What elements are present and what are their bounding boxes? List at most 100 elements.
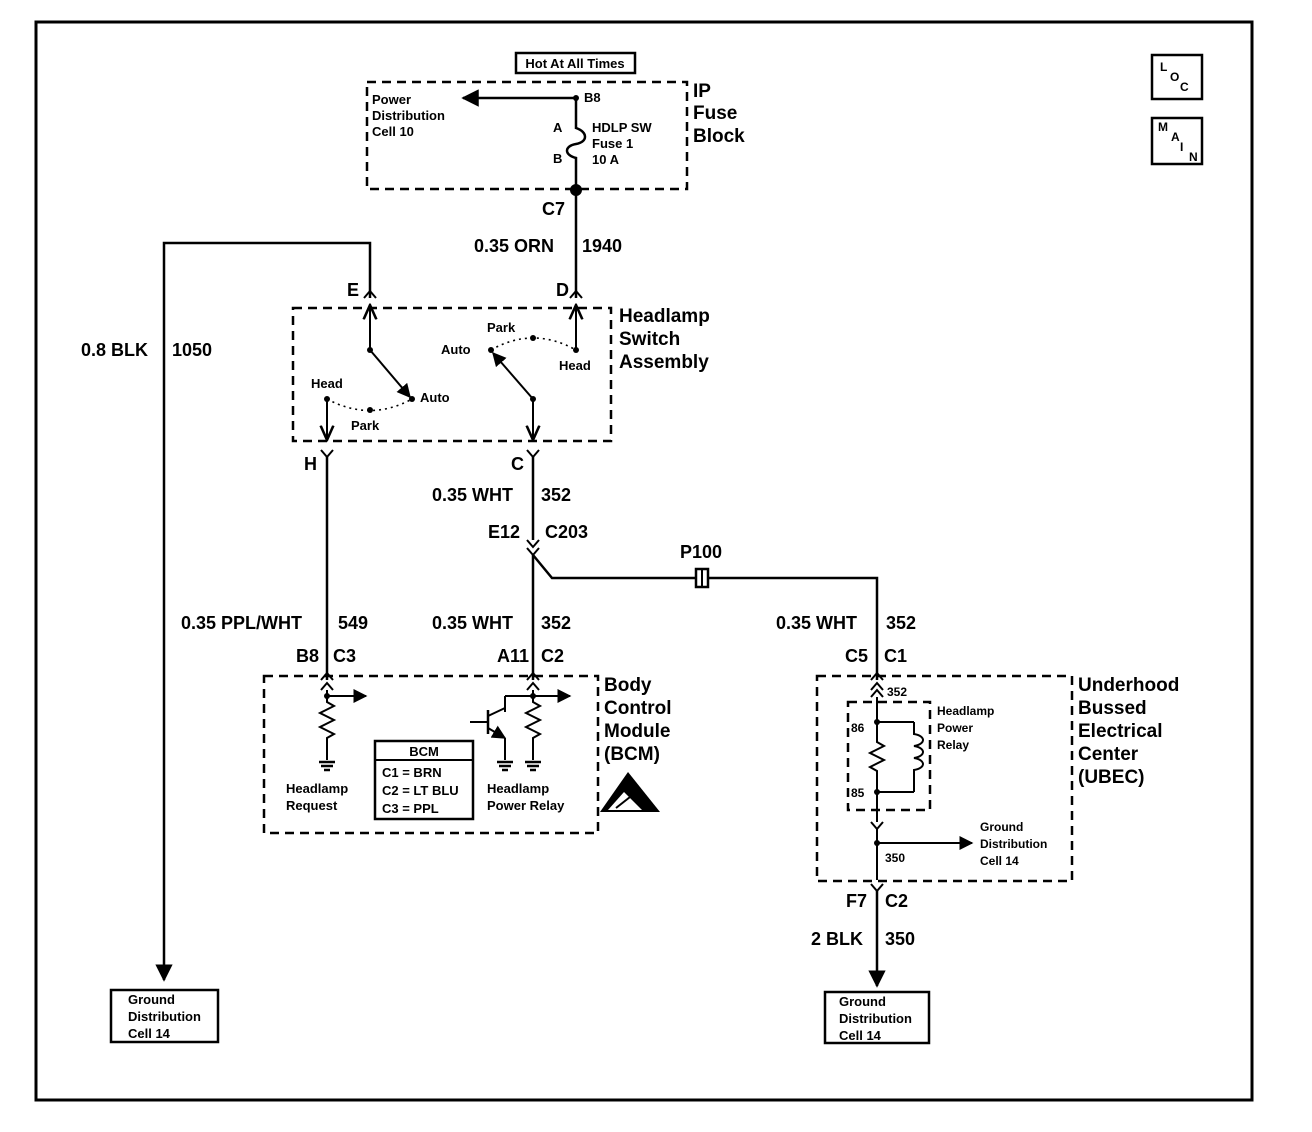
svg-text:(BCM): (BCM) [604,744,660,765]
svg-text:85: 85 [851,786,865,800]
relay-coil [913,722,924,792]
underhood-bussed-electrical-center: Underhood Bussed Electrical Center (UBEC… [815,674,1179,883]
headlamp-switch-assembly: Headlamp Switch Assembly Head Auto Park … [291,305,710,443]
svg-text:M: M [1158,120,1168,134]
svg-text:A11: A11 [497,646,529,666]
svg-text:Park: Park [487,320,516,335]
svg-text:Fuse: Fuse [693,103,737,124]
hdlp-sw-fuse [565,98,587,190]
svg-text:Headlamp: Headlamp [487,781,549,796]
hot-at-all-times-label: Hot At All Times [514,51,637,75]
svg-text:Auto: Auto [420,390,450,405]
ground-symbol [525,760,541,772]
svg-text:Electrical: Electrical [1078,721,1163,742]
svg-text:Cell 14: Cell 14 [839,1028,882,1043]
wire-350: F7 C2 2 BLK 350 [811,883,915,988]
svg-text:0.35 ORN: 0.35 ORN [474,236,554,256]
svg-text:Head: Head [311,376,343,391]
svg-text:352: 352 [887,685,907,699]
svg-text:B: B [553,151,562,166]
svg-text:C1: C1 [884,646,907,666]
wire-352-top: 0.35 WHT 352 E12 C203 [432,449,588,557]
svg-text:Cell 14: Cell 14 [128,1026,171,1041]
ground-distribution-left[interactable]: Ground Distribution Cell 14 [109,988,220,1044]
svg-text:1050: 1050 [172,340,212,360]
svg-text:1940: 1940 [582,236,622,256]
svg-text:Center: Center [1078,744,1139,765]
ground-distribution-right[interactable]: Ground Distribution Cell 14 [823,990,931,1045]
svg-text:Ground: Ground [839,994,886,1009]
svg-text:Power: Power [372,92,411,107]
svg-text:352: 352 [886,613,916,633]
svg-text:C: C [1180,80,1189,94]
svg-text:L: L [1160,60,1167,74]
svg-text:10 A: 10 A [592,152,620,167]
svg-text:O: O [1170,70,1179,84]
svg-text:A: A [553,120,563,135]
relay-resistor [867,722,887,792]
esd-warning-icon [600,772,660,812]
left-resistor [317,696,337,760]
wire-549: 0.35 PPL/WHT 549 B8 C3 [181,449,368,681]
svg-text:Relay: Relay [937,738,969,752]
svg-text:0.35 WHT: 0.35 WHT [776,613,857,633]
svg-text:Block: Block [693,126,745,147]
pin-c: C [511,454,524,474]
bcm-connector-legend: BCM C1 = BRN C2 = LT BLU C3 = PPL [373,739,475,821]
svg-text:Headlamp: Headlamp [619,306,710,327]
svg-text:2 BLK: 2 BLK [811,929,863,949]
svg-text:Control: Control [604,698,672,719]
svg-text:350: 350 [885,929,915,949]
svg-text:0.35 WHT: 0.35 WHT [432,613,513,633]
svg-text:HDLP SW: HDLP SW [592,120,652,135]
svg-text:A: A [1171,130,1180,144]
headlamp-power-relay: Headlamp Power Relay 86 85 [846,697,994,812]
svg-text:C3: C3 [333,646,356,666]
main-icon[interactable]: M A I N [1150,116,1204,166]
svg-text:Underhood: Underhood [1078,675,1179,696]
svg-text:Module: Module [604,721,671,742]
svg-text:C203: C203 [545,522,588,542]
svg-text:Headlamp: Headlamp [937,704,994,718]
svg-text:P100: P100 [680,542,722,562]
svg-text:I: I [1180,140,1183,154]
diagram-frame [34,20,1254,1102]
svg-text:BCM: BCM [409,744,439,759]
ip-fuse-block: IP Fuse Block Power Distribution Cell 10… [365,80,745,219]
svg-text:Park: Park [351,418,380,433]
svg-text:Cell 14: Cell 14 [980,854,1019,868]
svg-text:Auto: Auto [441,342,471,357]
svg-text:0.8 BLK: 0.8 BLK [81,340,148,360]
svg-text:0.35 PPL/WHT: 0.35 PPL/WHT [181,613,302,633]
right-resistor [523,696,543,760]
wire-352-branch: P100 [532,542,879,680]
wire-352-mid: 0.35 WHT 352 A11 C2 [432,555,571,681]
svg-text:Distribution: Distribution [372,108,445,123]
body-control-module: Body Control Module (BCM) Headlamp Reque… [262,674,672,835]
svg-text:F7: F7 [846,891,867,911]
svg-text:N: N [1189,150,1198,164]
svg-text:C2: C2 [541,646,564,666]
svg-text:E: E [347,280,359,300]
svg-text:Switch: Switch [619,329,680,350]
svg-text:C5: C5 [845,646,868,666]
loc-icon[interactable]: L O C [1150,53,1204,101]
svg-text:549: 549 [338,613,368,633]
wire-1050: E 0.8 BLK 1050 [81,241,377,982]
svg-text:B8: B8 [296,646,319,666]
svg-text:C1 = BRN: C1 = BRN [382,765,442,780]
svg-text:86: 86 [851,721,865,735]
svg-text:Body: Body [604,675,652,696]
svg-text:Request: Request [286,798,338,813]
svg-text:Hot At All Times: Hot At All Times [525,56,624,71]
svg-text:Distribution: Distribution [980,837,1047,851]
svg-text:352: 352 [541,613,571,633]
svg-text:Distribution: Distribution [128,1009,201,1024]
svg-text:Cell 10: Cell 10 [372,124,414,139]
svg-text:Ground: Ground [128,992,175,1007]
svg-text:Fuse 1: Fuse 1 [592,136,633,151]
svg-text:352: 352 [541,485,571,505]
svg-text:IP: IP [693,81,711,102]
ground-symbol [497,760,513,772]
